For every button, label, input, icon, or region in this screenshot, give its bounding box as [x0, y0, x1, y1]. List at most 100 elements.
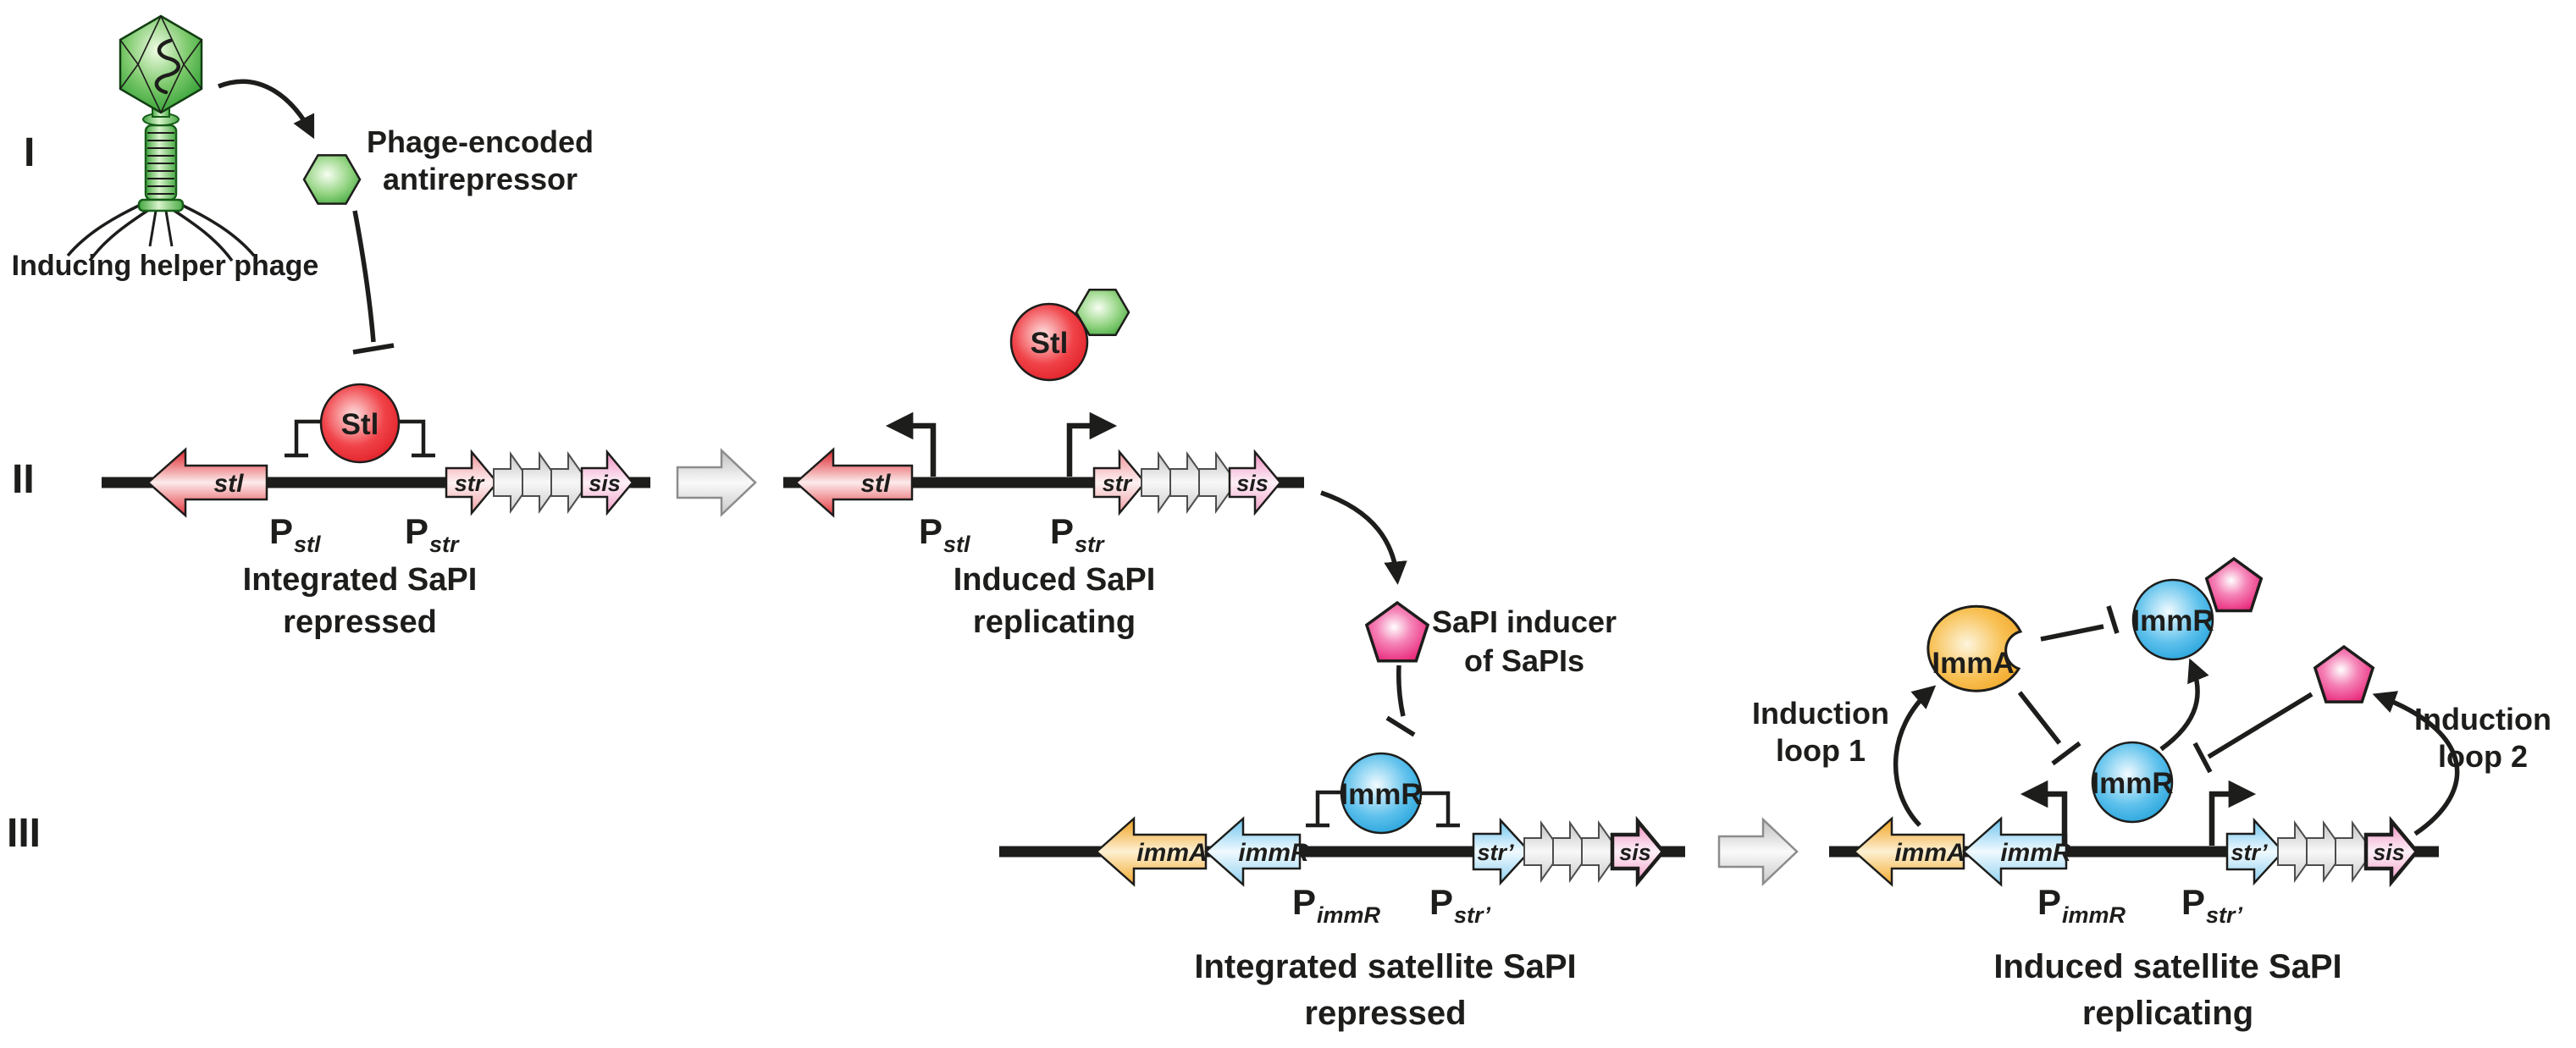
satellite-repressed-construct: immA immR str’ sis ImmR P immR P str’ In…	[999, 752, 1685, 1032]
phage-leg-icon	[66, 201, 145, 257]
cargo-gene-arrow	[1198, 450, 1238, 515]
promoter-pimmr-label: P immR	[1292, 882, 1381, 928]
immr-protein-label: ImmR	[1340, 778, 1422, 811]
sis-gene-arrow	[580, 449, 634, 516]
cargo-gene-arrow	[2277, 819, 2317, 884]
svg-text:immR: immR	[2062, 902, 2126, 928]
immr-binds-inducer-arrow	[2159, 658, 2209, 752]
imma-protein-label: ImmA	[1932, 647, 2014, 680]
phage-tail-ribs-icon	[147, 132, 174, 195]
sapi-inducer-release-arrow	[1320, 490, 1407, 585]
helper-phage-icon	[66, 14, 256, 262]
immr-protein-label: ImmR	[2131, 604, 2214, 637]
induction-loop1-label-line2: loop 1	[1776, 733, 1866, 768]
promoter-pstl-label: P stl	[919, 511, 970, 557]
phage-leg-icon	[177, 201, 256, 257]
induction-loop2-label-line1: Induction	[2414, 702, 2551, 736]
cargo-gene-arrow	[550, 450, 590, 515]
imma-pacman-icon	[1926, 604, 2023, 692]
immr-inducer-complex: ImmR	[2131, 556, 2264, 661]
cargo-gene-arrow	[1552, 819, 1592, 884]
svg-text:str: str	[429, 532, 460, 557]
cargo-gene-arrow	[522, 450, 561, 515]
svg-text:P: P	[269, 511, 293, 551]
svg-text:str’: str’	[2206, 902, 2243, 928]
immr-gene-arrow	[1962, 816, 2068, 887]
sapi-inducer-pentagon-icon	[2313, 644, 2375, 703]
panel-1-numeral: I	[24, 130, 35, 175]
transcription-start-arrow-left	[885, 411, 937, 477]
immr-gene-label: immR	[1238, 839, 1309, 867]
immr-repressor-protein	[2131, 578, 2214, 661]
sapi-repressed-construct: stl str sis Stl P stl P str Integrated S…	[102, 383, 650, 640]
inducer-inhibits-immr-tbar	[2192, 692, 2313, 774]
immr-repressor-protein	[2091, 741, 2174, 824]
cargo-gene-arrow	[1141, 450, 1180, 515]
state-label-line1: Integrated satellite SaPI	[1194, 948, 1576, 985]
stl-protein-label: Stl	[1031, 327, 1069, 360]
induction-loop1-label-line1: Induction	[1752, 696, 1889, 731]
imma-cleaves-immr-tbar	[2017, 691, 2081, 766]
phage-baseplate-icon	[137, 198, 185, 212]
antirepressor-label-line1: Phage-encoded	[367, 124, 594, 159]
sapi-inducer-pentagon-icon	[2204, 556, 2264, 613]
svg-text:stl: stl	[294, 532, 321, 557]
cargo-gene-arrow	[2306, 819, 2346, 884]
imma-gene-label: immA	[1894, 839, 1965, 867]
promoter-pimmr-label: P immR	[2037, 882, 2126, 928]
stl-gene-arrow	[794, 447, 914, 518]
phage-tail-fiber-icon	[148, 210, 174, 247]
sis-gene-label: sis	[1236, 471, 1269, 496]
state-label-line2: repressed	[283, 604, 437, 640]
inducer-inhibits-immr-tbar	[1385, 665, 1416, 737]
immr-protein-label: ImmR	[2091, 767, 2173, 800]
state-label-line2: replicating	[973, 604, 1136, 640]
phage-head-facets-icon	[119, 15, 202, 113]
stl-gene-label: stl	[213, 470, 244, 498]
transcription-start-arrow-right	[1066, 411, 1118, 477]
state-label-line2: replicating	[2082, 995, 2253, 1032]
antirepressor-hexagon-icon	[1075, 288, 1130, 337]
immr-repression-brackets	[1306, 790, 1460, 828]
helper-phage-caption: Inducing helper phage	[12, 250, 319, 282]
svg-text:str’: str’	[1454, 902, 1491, 928]
sapi-inducer-label-line1: SaPI inducer	[1432, 604, 1617, 639]
str-prime-gene-label: str’	[2231, 840, 2268, 865]
phage-leg-icon	[171, 207, 234, 262]
state-label-line1: Induced SaPI	[954, 562, 1156, 598]
stl-repressor-protein	[319, 383, 401, 464]
imma-gene-label: immA	[1136, 839, 1207, 867]
antirepressor-label-line2: antirepressor	[383, 162, 578, 196]
svg-text:P: P	[919, 511, 943, 551]
phage-dna-coil-icon	[154, 38, 180, 95]
transcription-start-arrow-left	[2020, 780, 2068, 846]
state-label-line1: Induced satellite SaPI	[1993, 948, 2341, 985]
svg-text:str: str	[1075, 532, 1105, 557]
promoter-pstr-label: P str	[1050, 511, 1105, 557]
immr-gene-label: immR	[2000, 839, 2071, 867]
induction-loop2-arrow	[2372, 691, 2460, 836]
stl-repression-brackets	[285, 419, 435, 458]
cargo-gene-arrow	[2335, 819, 2374, 884]
cargo-gene-arrow	[1581, 819, 1621, 884]
cargo-gene-arrow	[493, 450, 533, 515]
str-prime-gene-label: str’	[1477, 840, 1514, 865]
str-gene-label: str	[1103, 471, 1133, 496]
panel-2-numeral: II	[12, 457, 35, 502]
svg-text:immR: immR	[1317, 902, 1381, 928]
stl-antirepressor-complex: Stl	[1009, 288, 1130, 382]
svg-text:P: P	[1429, 882, 1453, 922]
promoter-pstr-prime-label: P str’	[1429, 882, 1491, 928]
imma-cleaves-complex-tbar	[2040, 605, 2120, 642]
sis-gene-label: sis	[589, 471, 621, 496]
svg-text:P: P	[2181, 882, 2205, 922]
sapi-inducer-pentagon-icon	[1364, 600, 1430, 663]
sis-gene-arrow	[2363, 815, 2419, 888]
induction-loop2-label-line2: loop 2	[2438, 739, 2528, 774]
sis-gene-label: sis	[1619, 840, 1651, 865]
immr-gene-arrow	[1204, 816, 1302, 887]
svg-text:P: P	[2037, 882, 2061, 922]
antirepressor-hexagon-icon	[302, 154, 362, 205]
svg-text:stl: stl	[943, 532, 970, 557]
